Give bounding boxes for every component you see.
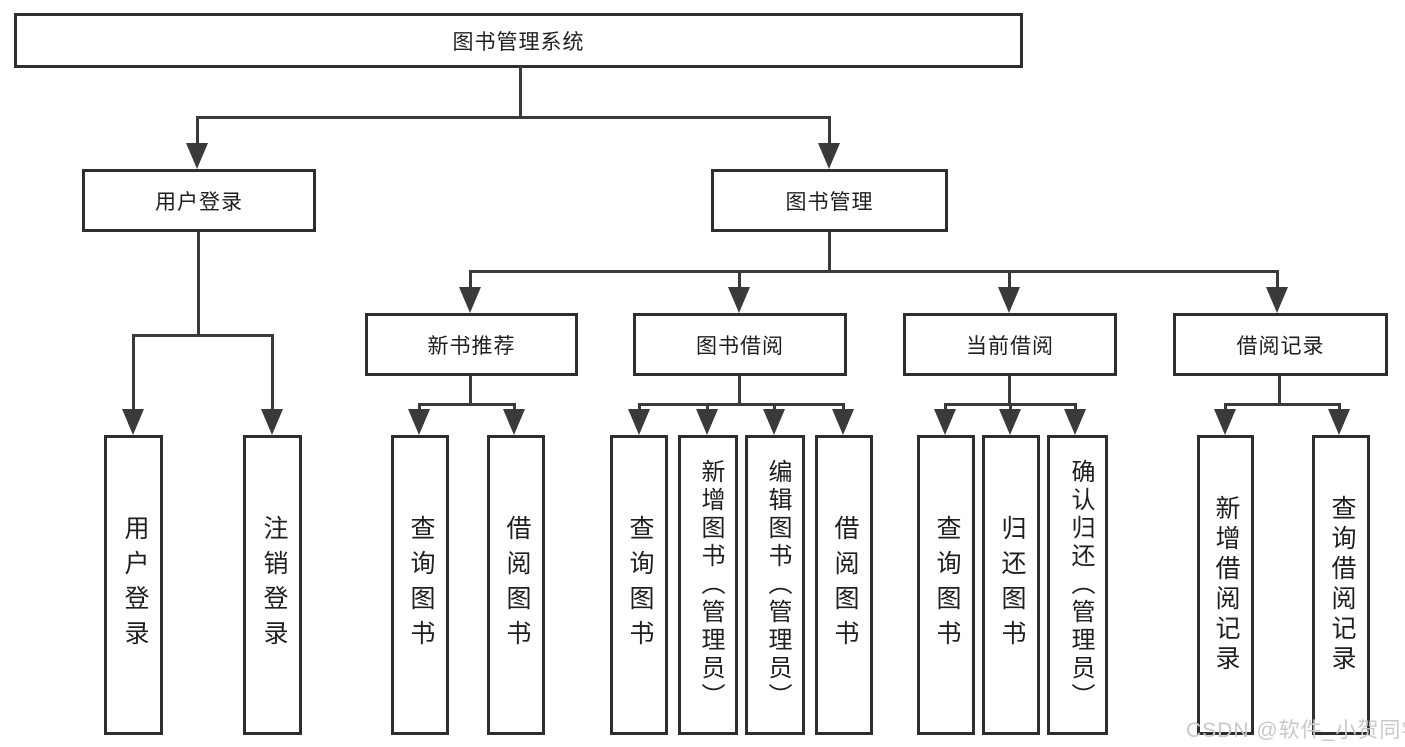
csdn-watermark: CSDN @软件_小贺同学 [1186, 719, 1405, 742]
leaf-add-books-admin: 新增图书（管理员） [678, 435, 738, 735]
node-user-login: 用户登录 [82, 169, 316, 232]
leaf-query-books: 查询图书 [391, 435, 449, 735]
connector-line [469, 376, 472, 406]
node-book-management: 图书管理 [711, 169, 948, 232]
leaf-return-books: 归还图书 [982, 435, 1040, 735]
connector-line [519, 66, 522, 119]
arrowhead-down [696, 409, 718, 435]
leaf-add-borrow-record: 新增借阅记录 [1197, 435, 1254, 735]
connector-line [1008, 376, 1011, 406]
arrowhead-down [832, 409, 854, 435]
connector-line [469, 270, 1279, 273]
connector-line [196, 116, 831, 119]
leaf-query-books: 查询图书 [917, 435, 975, 735]
connector-line [1008, 270, 1011, 292]
arrowhead-down [728, 287, 750, 313]
connector-line [1224, 403, 1341, 406]
arrowhead-down [1328, 409, 1350, 435]
connector-line [738, 270, 741, 292]
connector-line [197, 232, 200, 337]
node-book-borrow: 图书借阅 [633, 313, 847, 376]
connector-line [638, 403, 845, 406]
connector-line [271, 334, 274, 412]
arrowhead-down [459, 287, 481, 313]
leaf-edit-books-admin: 编辑图书（管理员） [745, 435, 805, 735]
arrowhead-down [998, 287, 1020, 313]
arrowhead-down [818, 143, 840, 169]
leaf-query-books: 查询图书 [610, 435, 668, 735]
node-new-book-recommend: 新书推荐 [365, 313, 578, 376]
arrowhead-down [763, 409, 785, 435]
arrowhead-down [934, 409, 956, 435]
connector-line [418, 403, 516, 406]
connector-line [738, 376, 741, 406]
node-root-system: 图书管理系统 [14, 13, 1023, 68]
connector-line [828, 232, 831, 273]
connector-line [828, 116, 831, 148]
leaf-query-borrow-record: 查询借阅记录 [1312, 435, 1370, 735]
node-current-borrow: 当前借阅 [903, 313, 1117, 376]
arrowhead-down [1064, 409, 1086, 435]
arrowhead-down [999, 409, 1021, 435]
connector-line [132, 334, 274, 337]
connector-line [469, 270, 472, 292]
leaf-user-login: 用户登录 [104, 435, 163, 735]
arrowhead-down [186, 143, 208, 169]
connector-line [132, 334, 135, 412]
connector-line [196, 116, 199, 148]
leaf-confirm-return-admin: 确认归还（管理员） [1047, 435, 1108, 735]
arrowhead-down [1266, 287, 1288, 313]
connector-line [1276, 270, 1279, 292]
arrowhead-down [261, 409, 283, 435]
arrowhead-down [408, 409, 430, 435]
leaf-borrow-books: 借阅图书 [815, 435, 873, 735]
connector-line [1278, 376, 1281, 406]
arrowhead-down [503, 409, 525, 435]
leaf-logout: 注销登录 [243, 435, 302, 735]
arrowhead-down [1214, 409, 1236, 435]
leaf-borrow-books: 借阅图书 [487, 435, 545, 735]
node-borrow-records: 借阅记录 [1173, 313, 1388, 376]
arrowhead-down [628, 409, 650, 435]
arrowhead-down [122, 409, 144, 435]
